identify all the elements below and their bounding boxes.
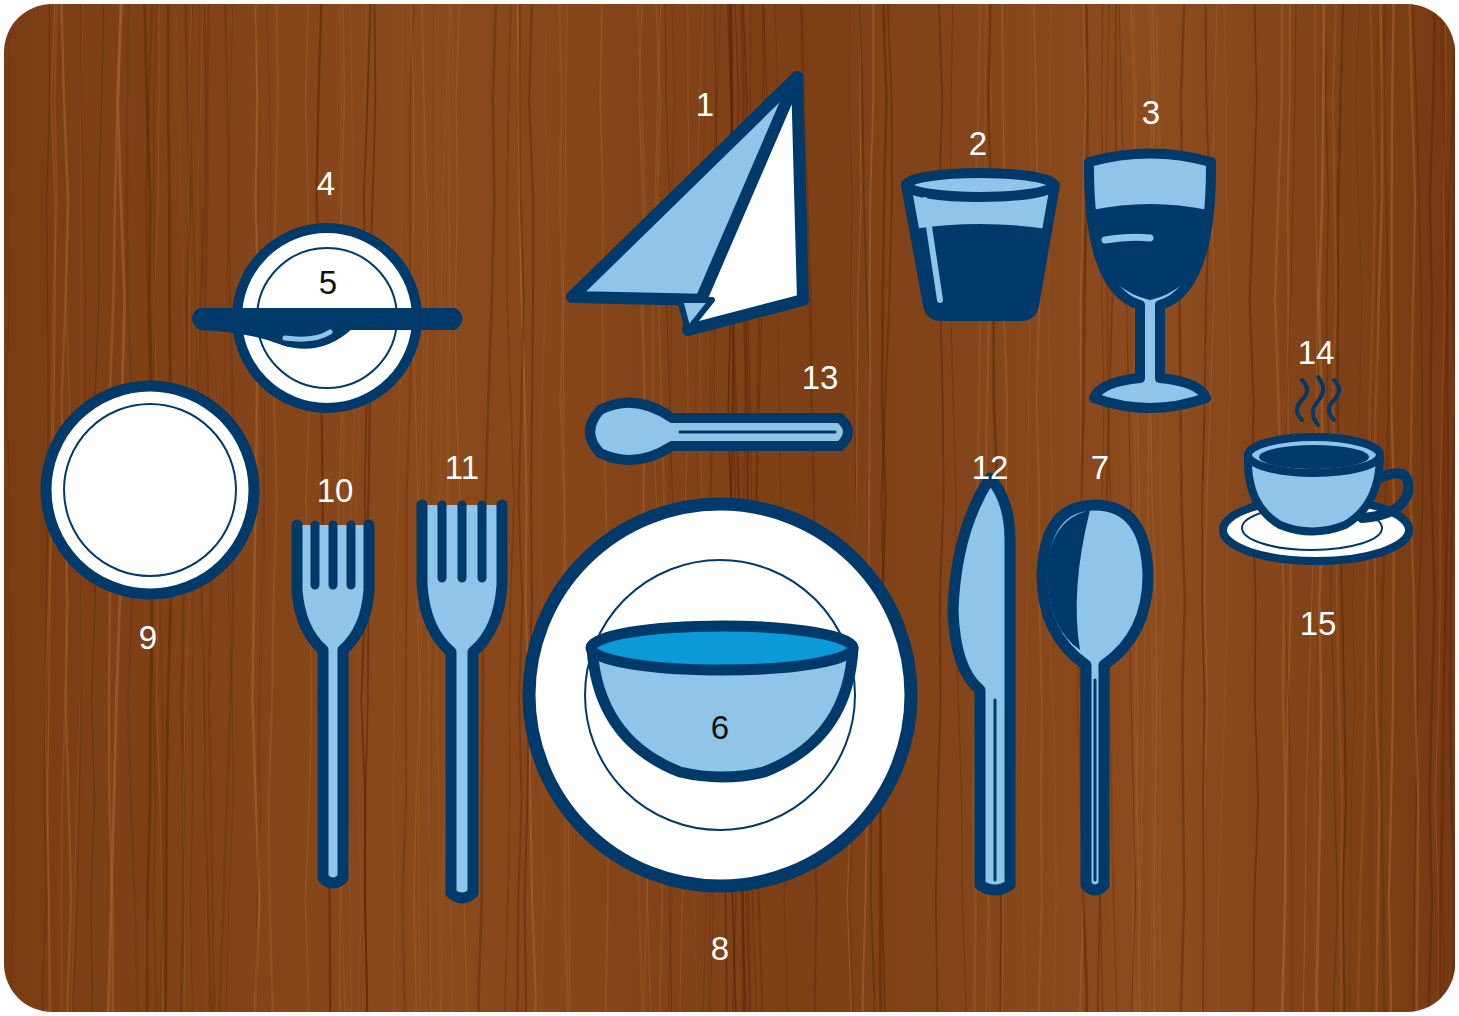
dinner-knife [953, 478, 1010, 890]
callout-number: 11 [445, 451, 479, 484]
callout-number: 5 [319, 266, 337, 299]
grain-line [1443, 4, 1454, 1012]
grain-line [934, 4, 943, 1012]
grain-line [540, 4, 548, 1012]
callout-number: 1 [696, 88, 714, 121]
callout-number: 14 [1298, 336, 1335, 369]
callout-number: 12 [972, 451, 1009, 484]
butter-knife [194, 310, 461, 347]
callout-number: 15 [1300, 607, 1337, 640]
coffee-cup [1223, 377, 1409, 561]
callout-number: 2 [969, 127, 987, 160]
grain-line [559, 4, 567, 1012]
grain-line [1218, 4, 1230, 1012]
grain-line [514, 4, 523, 1012]
grain-line [849, 4, 856, 1012]
grain-line [1409, 4, 1419, 1012]
napkin [572, 77, 803, 330]
callout-number: 10 [317, 474, 354, 507]
soup-spoon [1042, 505, 1148, 890]
grain-line [863, 4, 874, 1012]
grain-line [847, 4, 861, 1012]
callout-number: 13 [802, 361, 839, 394]
callout-number: 9 [139, 621, 157, 654]
grain-line [305, 4, 311, 1012]
grain-line [269, 4, 278, 1012]
grain-line [1034, 4, 1042, 1012]
grain-line [950, 4, 969, 1012]
grain-line [393, 4, 402, 1012]
callout-number: 6 [711, 711, 729, 744]
grain-line [1426, 4, 1435, 1012]
grain-line [6, 4, 13, 1012]
soup-bowl [591, 626, 853, 777]
dessert-spoon [590, 403, 848, 460]
callout-number: 3 [1142, 96, 1160, 129]
callout-number: 8 [711, 932, 729, 965]
wood-grain [6, 4, 1455, 1012]
wine-glass [1089, 154, 1211, 409]
callout-number: 4 [317, 167, 335, 200]
callout-number: 7 [1091, 451, 1109, 484]
grain-line [563, 4, 570, 1012]
salad-fork [297, 525, 369, 883]
dinner-fork [422, 505, 502, 898]
wood-board [4, 4, 1455, 1012]
side-plate [46, 386, 254, 594]
grain-line [880, 4, 886, 1012]
dinner-plate [529, 504, 911, 886]
grain-line [402, 4, 414, 1012]
water-glass [906, 173, 1055, 316]
grain-line [880, 4, 892, 1012]
grain-line [1022, 4, 1032, 1012]
grain-line [860, 4, 874, 1012]
grain-line [361, 4, 370, 1012]
grain-line [1436, 4, 1455, 1012]
grain-line [525, 4, 534, 1012]
grain-line [1048, 4, 1056, 1012]
grain-line [600, 4, 608, 1012]
